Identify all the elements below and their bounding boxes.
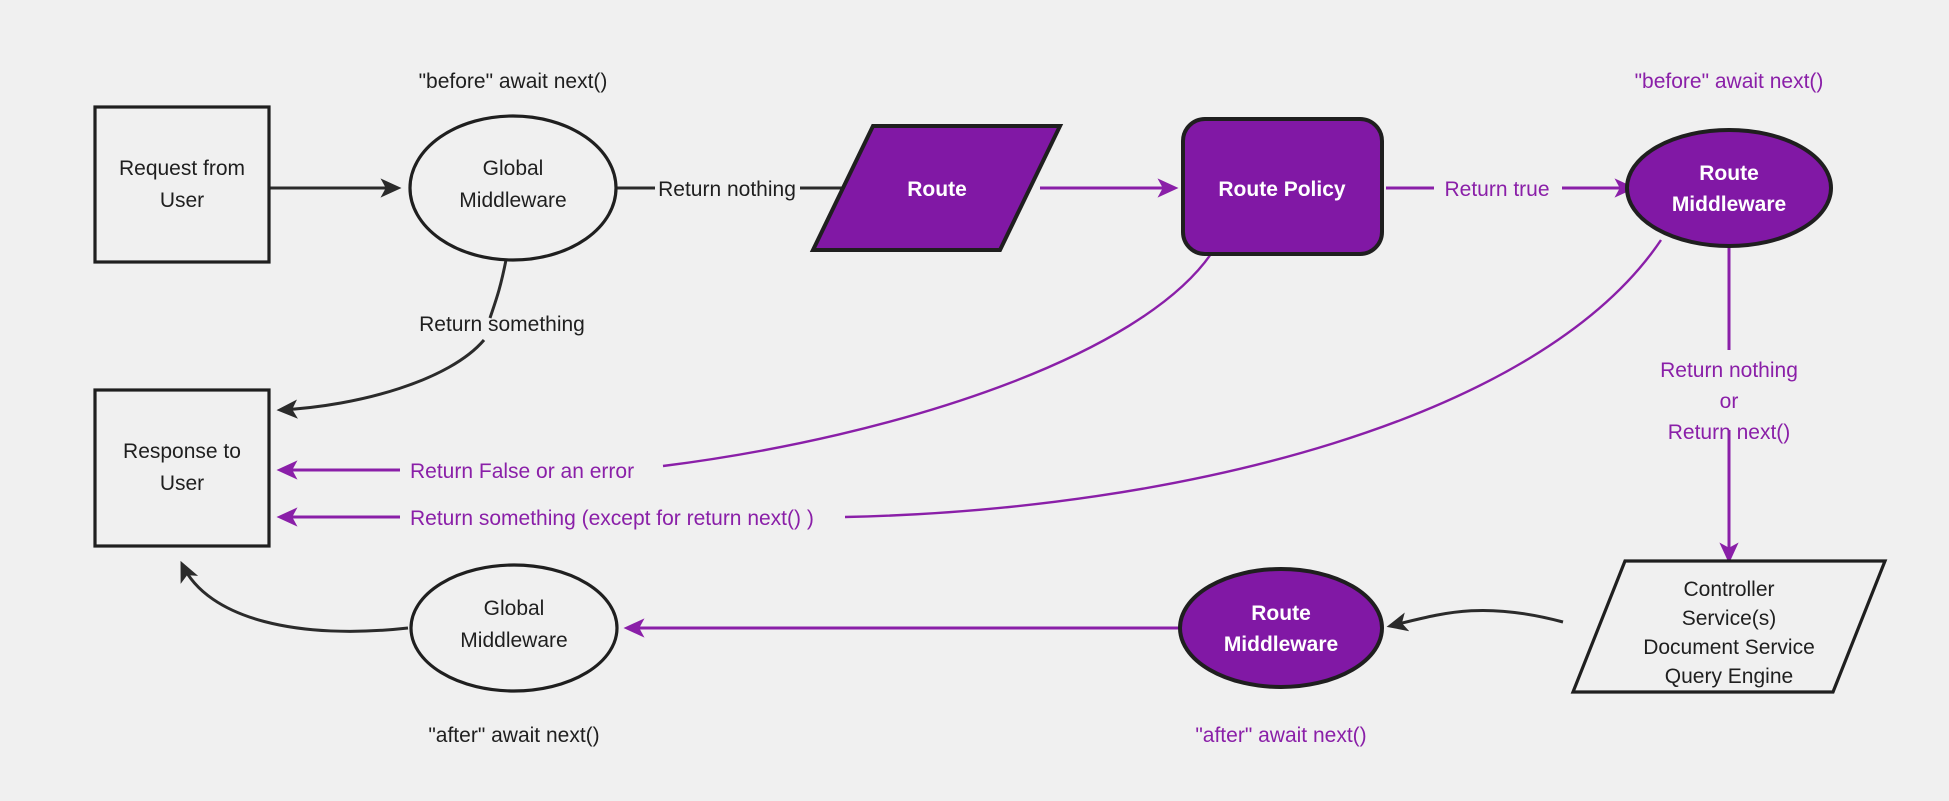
edge-label-return-nothing-global: Return nothing	[658, 178, 796, 201]
edge-label-return-something-except-next: Return something (except for return next…	[410, 507, 814, 530]
node-controller-line1: Controller	[1683, 578, 1774, 601]
node-request-from-user[interactable]	[93, 105, 271, 264]
annotation-before-await-next-global: "before" await next()	[419, 70, 608, 93]
node-global-middleware-before-line1: Global	[483, 157, 544, 180]
node-request-from-user-line1: Request from	[119, 157, 245, 180]
edge-label-return-something-global: Return something	[419, 313, 585, 336]
node-route-middleware-before-line2: Middleware	[1672, 193, 1786, 216]
annotation-before-await-next-route: "before" await next()	[1635, 70, 1824, 93]
edge-route-middleware-return-something-curve	[844, 239, 1662, 519]
node-route-middleware-before-line1: Route	[1699, 162, 1759, 185]
node-controller-line3: Document Service	[1643, 636, 1815, 659]
annotation-after-await-next-route: "after" await next()	[1195, 724, 1366, 747]
node-route[interactable]	[809, 124, 1064, 252]
edge-controller-to-route-middleware-after	[1386, 608, 1564, 632]
node-global-middleware-before[interactable]	[408, 114, 618, 262]
edge-label-return-nothing-route-line2: or	[1720, 390, 1739, 413]
edge-label-return-false-or-error: Return False or an error	[410, 460, 634, 483]
node-global-middleware-after[interactable]	[409, 563, 619, 693]
node-route-policy[interactable]	[1181, 117, 1384, 256]
annotation-after-await-next-global: "after" await next()	[428, 724, 599, 747]
node-route-middleware-after[interactable]	[1178, 567, 1384, 689]
node-response-to-user-line2: User	[160, 472, 204, 495]
node-response-to-user-line1: Response to	[123, 440, 241, 463]
node-controller-line4: Query Engine	[1665, 665, 1793, 688]
node-controller-services[interactable]	[1570, 559, 1888, 694]
node-route-middleware-after-line2: Middleware	[1224, 633, 1338, 656]
edge-label-return-nothing-route-line1: Return nothing	[1660, 359, 1798, 382]
node-global-middleware-before-line2: Middleware	[459, 189, 566, 212]
node-request-from-user-line2: User	[160, 189, 204, 212]
edge-route-policy-return-false-curve	[662, 253, 1212, 468]
edge-label-return-true: Return true	[1444, 178, 1549, 201]
node-route-label: Route	[907, 178, 967, 201]
node-global-middleware-after-line2: Middleware	[460, 629, 567, 652]
edge-label-return-nothing-route-line3: Return next()	[1668, 421, 1791, 444]
edge-global-middleware-after-to-response	[180, 560, 409, 633]
node-route-policy-label: Route Policy	[1218, 178, 1346, 201]
node-route-middleware-after-line1: Route	[1251, 602, 1311, 625]
node-response-to-user[interactable]	[93, 388, 271, 548]
node-global-middleware-after-line1: Global	[484, 597, 545, 620]
edge-return-something-to-response	[276, 339, 486, 419]
edge-global-middleware-return-something	[488, 259, 508, 319]
node-controller-line2: Service(s)	[1682, 607, 1777, 630]
node-route-middleware-before[interactable]	[1625, 128, 1833, 248]
